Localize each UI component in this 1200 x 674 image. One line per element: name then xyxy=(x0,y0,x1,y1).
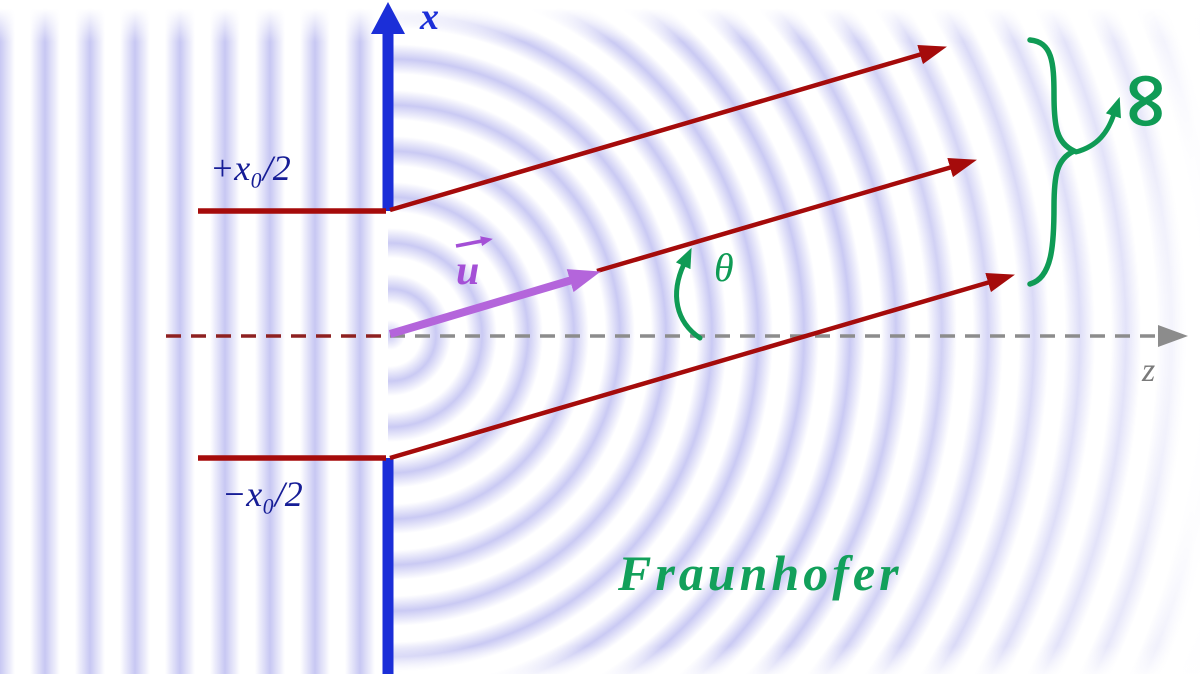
x-axis-arrowhead xyxy=(371,2,405,34)
infinity-label: ∞ xyxy=(1103,68,1194,134)
vector-accent-arrow xyxy=(455,236,493,248)
bottom-edge-fade xyxy=(388,646,1200,674)
far-field-brace xyxy=(1027,37,1081,287)
z-axis-label: z xyxy=(1142,352,1156,389)
diffracted-ray-top xyxy=(389,44,947,213)
diffracted-ray-bottom xyxy=(389,272,1015,461)
wave-vector-label: u xyxy=(456,248,480,294)
angle-label: θ xyxy=(714,245,734,290)
slit-top-label: +x₀/2 xyxy=(210,148,291,188)
x-axis-label: x xyxy=(420,0,439,38)
z-axis-arrowhead xyxy=(1158,325,1188,347)
top-edge-fade xyxy=(0,0,1200,42)
wave-vector-arrow xyxy=(388,269,601,338)
slit-bottom-label: −x₀/2 xyxy=(222,474,303,514)
far-field-arrow xyxy=(1073,96,1121,155)
fraunhofer-title: Fraunhofer xyxy=(618,545,903,601)
angle-arc-arrow xyxy=(674,247,703,341)
diffracted-ray-middle xyxy=(596,157,977,274)
